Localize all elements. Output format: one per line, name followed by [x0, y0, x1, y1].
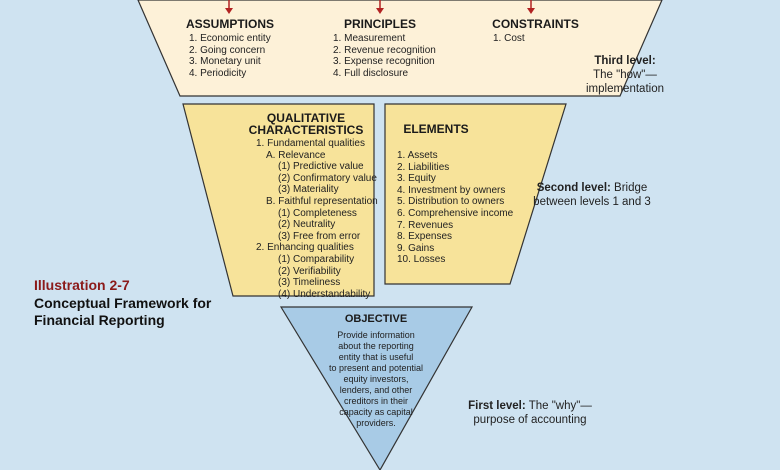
list-item: (1) Comparability — [278, 253, 355, 265]
list-item: (3) Timeliness — [278, 277, 341, 289]
list-item: 10. Losses — [397, 254, 446, 266]
list-item: 3. Monetary unit — [189, 56, 261, 68]
objective-line: providers. — [356, 418, 396, 428]
list-item: 8. Expenses — [397, 231, 453, 243]
list-item: (4) Understandability — [278, 288, 371, 300]
third-level-line1: The "how"— — [593, 69, 657, 81]
first-level-label: First level: — [468, 400, 526, 412]
objective-title: OBJECTIVE — [344, 313, 408, 325]
red-arrow-icons — [225, 0, 535, 14]
list-item: 1. Economic entity — [189, 33, 271, 44]
list-item: (1) Completeness — [278, 207, 357, 219]
list-item: 3. Equity — [397, 173, 436, 185]
objective-line: creditors in their — [343, 396, 409, 406]
list-item: A. Relevance — [266, 149, 326, 161]
principles-list: 1. Measurement 2. Revenue recognition 3.… — [333, 33, 436, 79]
list-item: 3. Expense recognition — [333, 56, 435, 68]
constraints-list: 1. Cost — [493, 33, 525, 45]
objective-text: Provide information about the reporting … — [306, 330, 446, 429]
list-item: B. Faithful representation — [266, 195, 378, 207]
list-item: (2) Neutrality — [278, 219, 336, 231]
second-level-annotation: Second level: Bridge between levels 1 an… — [526, 181, 658, 209]
qualitative-title-line1: QUALITATIVE — [266, 111, 346, 125]
list-item: 2. Going concern — [189, 44, 266, 56]
objective-line: equity investors, — [343, 374, 409, 384]
list-item: (2) Verifiability — [278, 265, 341, 277]
list-item: (3) Materiality — [278, 184, 339, 196]
elements-title: ELEMENTS — [403, 122, 469, 136]
illustration-caption: Illustration 2-7 Conceptual Framework fo… — [34, 277, 211, 329]
illustration-number: Illustration 2-7 — [34, 277, 130, 293]
list-item: 4. Investment by owners — [397, 184, 506, 196]
objective-line: capacity as capital — [339, 407, 413, 417]
list-item: 1. Cost — [493, 33, 525, 44]
list-item: 9. Gains — [397, 242, 435, 254]
constraints-title: CONSTRAINTS — [492, 17, 579, 31]
list-item: 4. Periodicity — [189, 67, 247, 79]
illustration-title-line2: Financial Reporting — [34, 312, 165, 328]
assumptions-title: ASSUMPTIONS — [185, 17, 274, 31]
third-level-label: Third level: — [594, 55, 656, 67]
objective-line: about the reporting — [338, 341, 414, 351]
list-item: 4. Full disclosure — [333, 67, 409, 79]
second-level-line2: between levels 1 and 3 — [533, 196, 651, 208]
list-item: (1) Predictive value — [278, 161, 364, 173]
objective-line: to present and potential — [328, 363, 424, 373]
qualitative-title: QUALITATIVE CHARACTERISTICS — [236, 112, 376, 136]
first-level-line1: The "why"— — [528, 400, 592, 412]
second-level-line1: Bridge — [614, 182, 648, 194]
list-item: 1. Measurement — [333, 33, 406, 44]
list-item: 6. Comprehensive income — [397, 207, 514, 219]
list-item: 1. Assets — [397, 150, 438, 161]
third-level-annotation: Third level: The "how"— implementation — [585, 54, 665, 96]
principles-title: PRINCIPLES — [343, 17, 416, 31]
objective-line: Provide information — [337, 330, 415, 340]
first-level-annotation: First level: The "why"— purpose of accou… — [464, 399, 596, 427]
third-level-line2: implementation — [586, 83, 664, 95]
qualitative-list: 1. Fundamental qualities A. Relevance (1… — [256, 138, 378, 300]
list-item: (2) Confirmatory value — [278, 172, 377, 184]
qualitative-characteristics-box — [182, 103, 375, 297]
second-level-label: Second level: — [536, 182, 611, 194]
elements-list: 1. Assets 2. Liabilities 3. Equity 4. In… — [397, 150, 513, 266]
list-item: 2. Enhancing qualities — [256, 242, 354, 254]
top-level-box — [137, 0, 663, 97]
list-item: 7. Revenues — [397, 219, 454, 231]
elements-box — [384, 103, 567, 285]
list-item: (3) Free from error — [278, 230, 361, 242]
list-item: 1. Fundamental qualities — [256, 138, 365, 149]
objective-line: entity that is useful — [338, 352, 414, 362]
objective-triangle — [279, 306, 474, 470]
assumptions-list: 1. Economic entity 2. Going concern 3. M… — [189, 33, 271, 79]
list-item: 5. Distribution to owners — [397, 196, 505, 208]
objective-line: lenders, and other — [339, 385, 413, 395]
qualitative-title-line2: CHARACTERISTICS — [248, 123, 364, 137]
list-item: 2. Revenue recognition — [333, 44, 436, 56]
list-item: 2. Liabilities — [397, 161, 450, 173]
first-level-line2: purpose of accounting — [473, 414, 587, 426]
illustration-title-line1: Conceptual Framework for — [34, 295, 212, 311]
